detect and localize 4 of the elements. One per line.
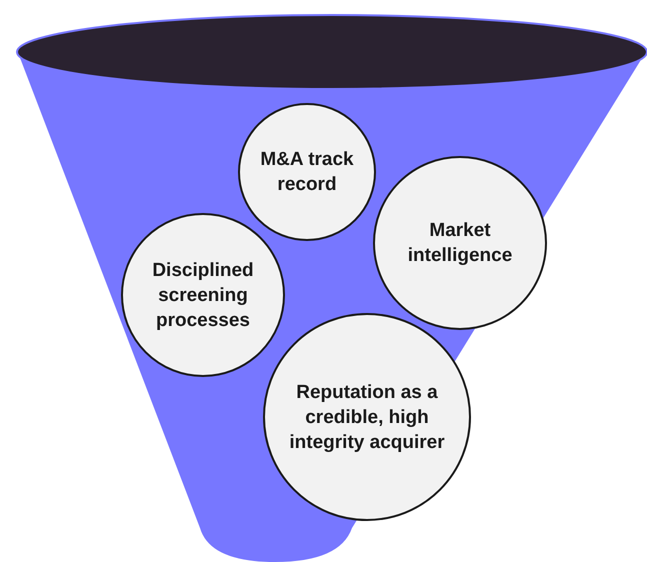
circle-label: M&A track record bbox=[259, 148, 355, 197]
circle-label: Disciplined screening processes bbox=[151, 258, 255, 332]
circle-label: Market intelligence bbox=[406, 219, 514, 268]
circle-label: Reputation as a credible, high integrity acquirer bbox=[288, 380, 446, 454]
